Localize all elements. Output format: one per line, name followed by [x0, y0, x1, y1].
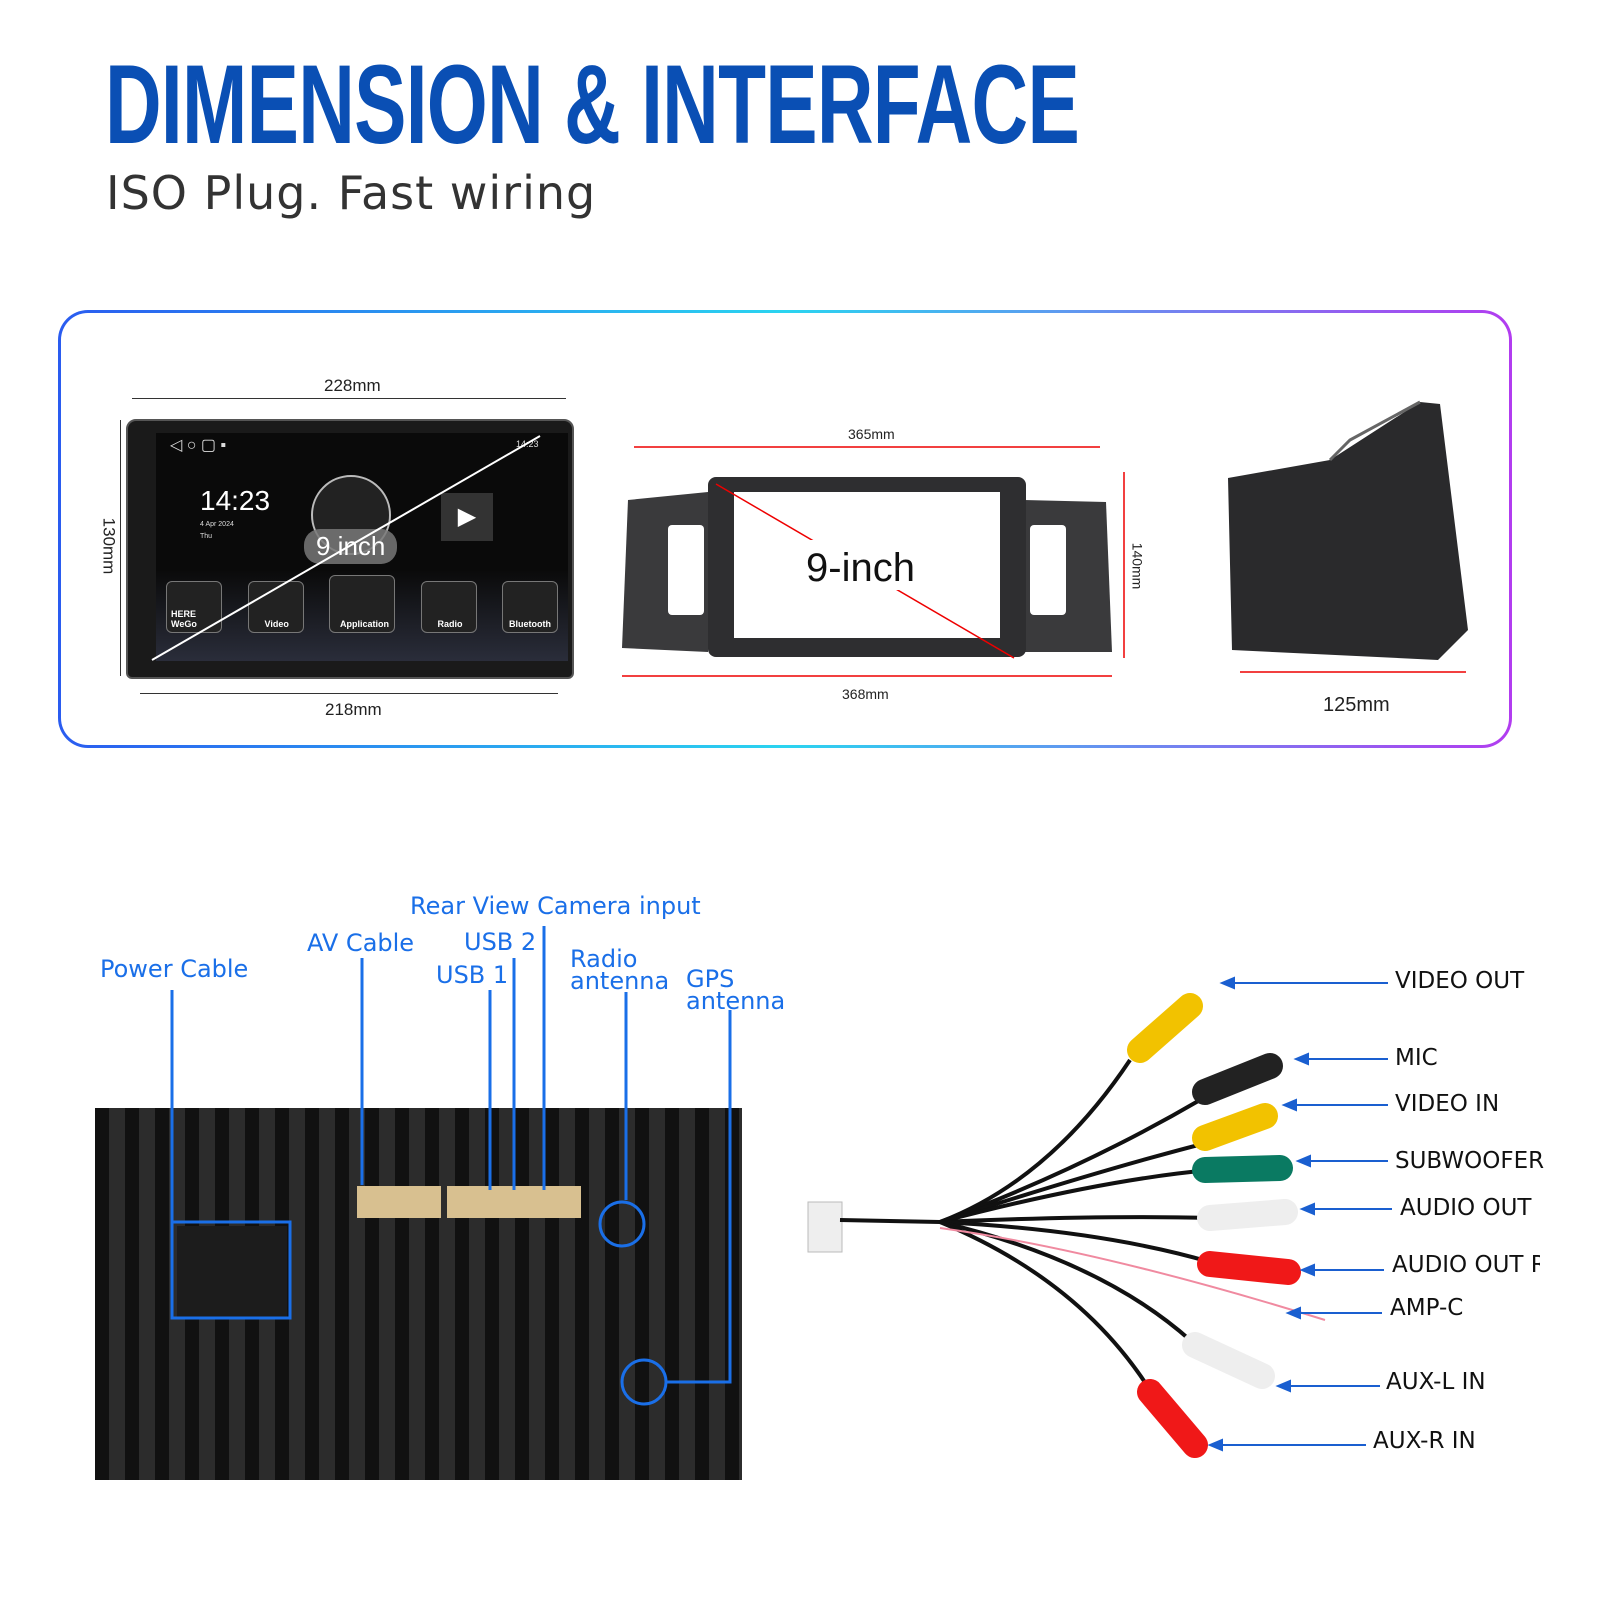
screen: ◁ ○ ▢ ▪ 14:23 14:23 4 Apr 2024 Thu ▶ 9 i… [156, 433, 568, 661]
dimension-line [120, 420, 121, 676]
label-power-cable: Power Cable [100, 955, 249, 983]
cable-label-aux-l-in: AUX-L IN [1386, 1369, 1486, 1395]
frame-size-label: 9-inch [806, 546, 915, 590]
cable-label-aux-r-in: AUX-R IN [1373, 1428, 1476, 1454]
unit-bottom-width: 218mm [325, 700, 382, 719]
depth: 125mm [1323, 694, 1390, 716]
unit-top-width: 228mm [324, 376, 381, 395]
app-tile[interactable]: Bluetooth [502, 581, 558, 633]
frame-bottom-width: 368mm [842, 686, 889, 702]
clock-day: Thu [200, 533, 213, 540]
nav-buttons-icon: ◁ ○ ▢ ▪ [170, 437, 227, 454]
label-radio: Radio antenna [570, 945, 670, 995]
play-button[interactable]: ▶ [441, 493, 493, 541]
page-title: DIMENSION & INTERFACE [105, 42, 1080, 167]
page-subtitle: ISO Plug. Fast wiring [106, 166, 597, 220]
app-tile[interactable]: Application [329, 575, 395, 633]
dimension-line [132, 398, 566, 399]
label-camera: Rear View Camera input [410, 892, 701, 920]
cable-label-audio-out-r: AUDIO OUT R [1392, 1252, 1540, 1278]
cable-label-video-out: VIDEO OUT [1395, 968, 1525, 994]
label-usb1: USB 1 [436, 961, 509, 989]
clock-time: 14:23 [200, 485, 271, 516]
label-av-cable: AV Cable [307, 929, 415, 957]
cable-label-mic: MIC [1395, 1045, 1438, 1071]
head-unit: ◁ ○ ▢ ▪ 14:23 14:23 4 Apr 2024 Thu ▶ 9 i… [126, 419, 574, 679]
clock-date: 4 Apr 2024 [200, 521, 234, 528]
app-tile[interactable]: HERE WeGo [166, 581, 222, 633]
dimension-line [140, 693, 558, 694]
cable-label-amp-c: AMP-C [1390, 1295, 1464, 1321]
frame-top-width: 365mm [848, 426, 895, 442]
label-gps: GPS antenna [686, 965, 786, 1015]
label-usb2: USB 2 [464, 928, 537, 956]
app-tile[interactable]: Radio [420, 581, 477, 633]
cable-label-video-in: VIDEO IN [1395, 1091, 1500, 1117]
cable-label-audio-out-l: AUDIO OUT L [1400, 1195, 1540, 1221]
cable-label-subwoofer: SUBWOOFER [1395, 1148, 1545, 1174]
